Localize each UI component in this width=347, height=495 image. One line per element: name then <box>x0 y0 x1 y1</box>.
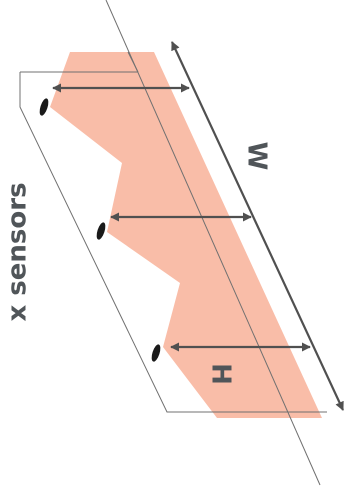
sensor-3 <box>151 344 161 362</box>
sensor-2 <box>96 222 106 240</box>
width-label: W <box>242 142 272 171</box>
coverage-area <box>50 52 322 418</box>
width-arrow <box>171 41 344 411</box>
sensors-label: x sensors <box>3 182 33 321</box>
sensor-1 <box>39 98 49 116</box>
corner-step <box>127 51 139 73</box>
boundary-outline <box>19 71 327 413</box>
height-label: H <box>206 363 236 385</box>
